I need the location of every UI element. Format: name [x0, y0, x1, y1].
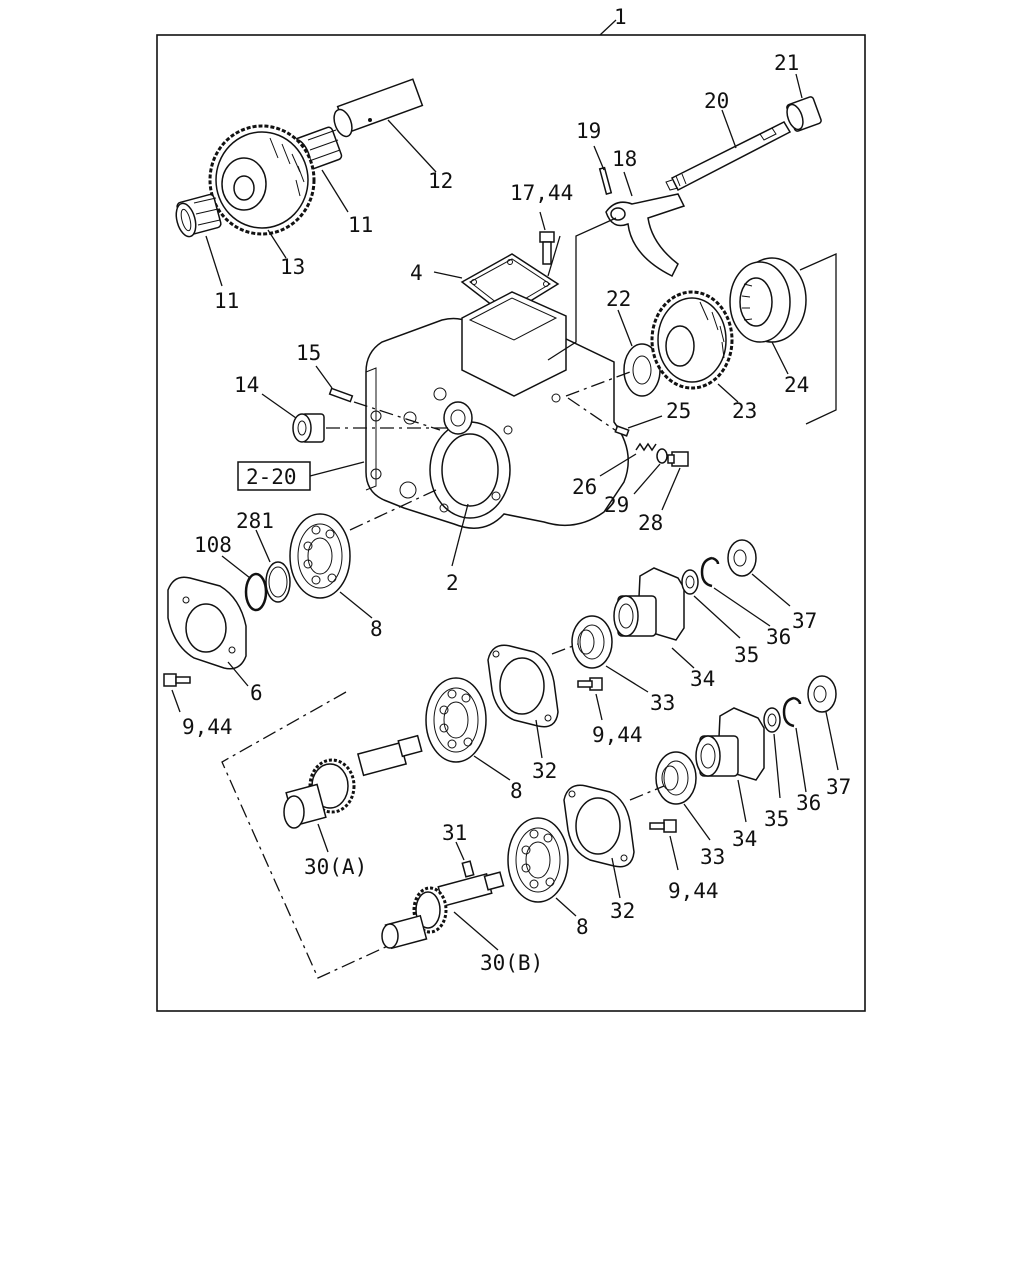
- part-22-thrust-washer: [623, 343, 661, 397]
- label-2: 2: [446, 571, 459, 595]
- label-25: 25: [666, 399, 691, 423]
- part-33-oil-seal-b: [655, 751, 697, 805]
- part-36-lock-washer-b: [782, 696, 802, 728]
- part-24-sliding-sleeve: [729, 257, 807, 343]
- part-34-flange-a: [613, 567, 685, 641]
- label-36-a: 36: [766, 625, 791, 649]
- part-23-helical-gear: [650, 290, 734, 390]
- label-12: 12: [428, 169, 453, 193]
- part-33-oil-seal-a: [571, 615, 613, 669]
- part-35-washer-b: [763, 707, 781, 733]
- label-26: 26: [572, 475, 597, 499]
- label-37-b: 37: [826, 775, 851, 799]
- label-29: 29: [604, 493, 629, 517]
- label-108: 108: [194, 533, 232, 557]
- part-30a-input-shaft: [283, 734, 423, 829]
- label-34-a: 34: [690, 667, 715, 691]
- label-21: 21: [774, 51, 799, 75]
- part-35-washer-a: [681, 569, 699, 595]
- part-14-bushing: [292, 413, 325, 443]
- part-37-nut-b: [807, 675, 837, 713]
- part-29-washer: [656, 448, 668, 464]
- part-8-ball-bearing-c: [507, 817, 569, 903]
- label-28: 28: [638, 511, 663, 535]
- label-18: 18: [612, 147, 637, 171]
- part-18-shift-fork: [605, 193, 686, 278]
- part-8-ball-bearing-a: [289, 513, 351, 599]
- ref-box-2-20-label: 2-20: [246, 465, 297, 489]
- label-24: 24: [784, 373, 809, 397]
- part-30b-input-shaft: [381, 871, 505, 950]
- part-9-44-bolt-a: [163, 673, 191, 687]
- label-30b: 30(B): [480, 951, 543, 975]
- label-9-44-a: 9,44: [182, 715, 233, 739]
- part-28-bolt: [667, 451, 689, 467]
- label-13: 13: [280, 255, 305, 279]
- part-37-nut-a: [727, 539, 757, 577]
- label-281: 281: [236, 509, 274, 533]
- label-9-44-c: 9,44: [668, 879, 719, 903]
- label-8-a: 8: [370, 617, 383, 641]
- part-26-spring: [635, 442, 657, 452]
- label-22: 22: [606, 287, 631, 311]
- part-17-bolt: [539, 231, 555, 265]
- part-9-44-bolt-b: [577, 677, 603, 691]
- label-31: 31: [442, 821, 467, 845]
- part-9-44-bolt-c: [649, 819, 677, 833]
- part-20-shift-shaft: [665, 121, 792, 192]
- label-17-44: 17,44: [510, 181, 573, 205]
- label-33-b: 33: [700, 845, 725, 869]
- label-14: 14: [234, 373, 259, 397]
- part-21-bushing: [786, 96, 822, 132]
- label-4: 4: [410, 261, 423, 285]
- part-25-pin: [614, 425, 630, 437]
- label-6: 6: [250, 681, 263, 705]
- part-32-flange-plate-b: [563, 784, 635, 868]
- label-35-b: 35: [764, 807, 789, 831]
- label-30a: 30(A): [304, 855, 367, 879]
- assembly-ref-label: 1: [614, 5, 627, 29]
- label-8-c: 8: [576, 915, 589, 939]
- part-281-shim-ring: [265, 561, 291, 603]
- label-9-44-b: 9,44: [592, 723, 643, 747]
- label-23: 23: [732, 399, 757, 423]
- part-12-shaft-pin: [333, 78, 424, 138]
- label-37-a: 37: [792, 609, 817, 633]
- part-15-pin: [328, 387, 354, 403]
- label-8-b: 8: [510, 779, 523, 803]
- part-32-flange-plate-a: [487, 644, 559, 728]
- label-35-a: 35: [734, 643, 759, 667]
- label-33-a: 33: [650, 691, 675, 715]
- label-32-b: 32: [610, 899, 635, 923]
- part-6-retainer-plate: [167, 576, 247, 670]
- part-8-ball-bearing-b: [425, 677, 487, 763]
- part-19-spring-pin: [598, 166, 613, 195]
- part-31-key: [461, 860, 475, 878]
- part-11-needle-bearing-lower: [175, 193, 222, 238]
- label-20: 20: [704, 89, 729, 113]
- label-15: 15: [296, 341, 321, 365]
- label-36-b: 36: [796, 791, 821, 815]
- diagram-frame: [156, 34, 866, 1012]
- part-36-lock-washer-a: [700, 556, 720, 588]
- label-11-upper: 11: [348, 213, 373, 237]
- label-32-a: 32: [532, 759, 557, 783]
- part-13-helical-gear: [208, 124, 316, 236]
- label-34-b: 34: [732, 827, 757, 851]
- part-34-flange-b: [695, 707, 765, 781]
- label-19: 19: [576, 119, 601, 143]
- part-2-pto-housing: [365, 291, 629, 529]
- label-11-lower: 11: [214, 289, 239, 313]
- part-108-snap-ring: [244, 572, 268, 612]
